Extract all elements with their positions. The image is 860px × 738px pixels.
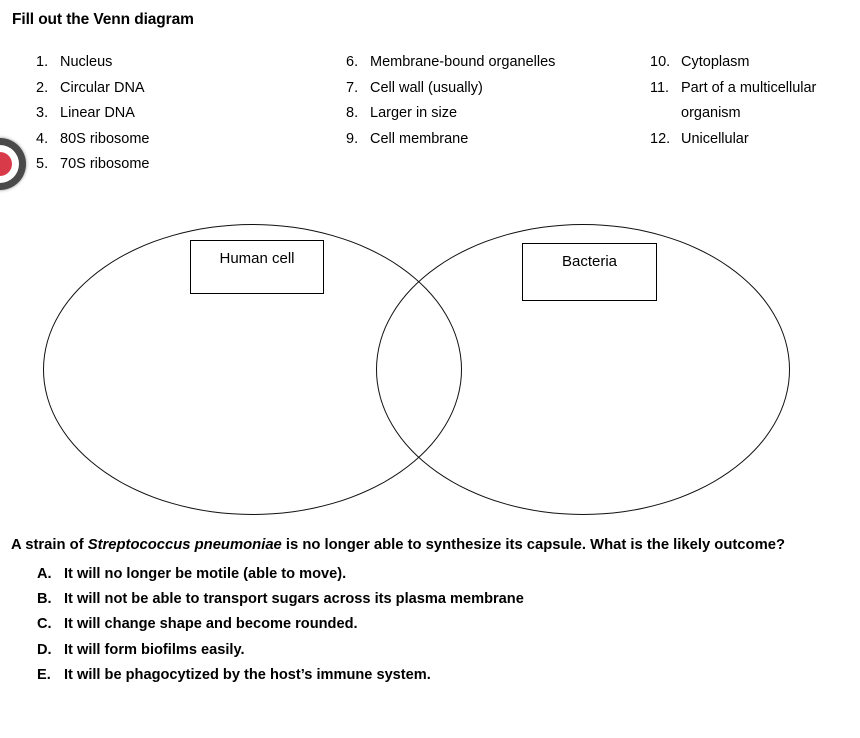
list-item-number: 2. (36, 79, 49, 96)
term-column-1: 1. Nucleus 2. Circular DNA 3. Linear DNA… (36, 50, 336, 178)
list-item: 1. Nucleus (36, 50, 336, 76)
answer-choice-c[interactable]: C. It will change shape and become round… (37, 612, 849, 637)
question-stem: A strain of Streptococcus pneumoniae is … (11, 533, 849, 558)
list-item-number: 10. (650, 54, 671, 70)
list-item-number: 9. (346, 130, 359, 147)
answer-choice-text: It will change shape and become rounded. (64, 616, 358, 633)
term-column-3: 10. Cytoplasm 11. Part of a multicellula… (650, 50, 855, 152)
list-item: 5. 70S ribosome (36, 152, 336, 178)
answer-choice-letter: D. (37, 641, 52, 658)
answer-choice-text: It will form biofilms easily. (64, 641, 245, 658)
question-stem-prefix: A strain of (11, 537, 88, 553)
venn-left-label-box: Human cell (190, 240, 324, 294)
list-item-number: 4. (36, 130, 49, 147)
question-block: A strain of Streptococcus pneumoniae is … (11, 533, 849, 688)
list-item-label: Larger in size (370, 105, 458, 122)
list-item-label: Linear DNA (60, 105, 135, 122)
venn-right-label-text: Bacteria (561, 253, 618, 270)
edge-circle-badge (0, 138, 26, 190)
answer-choice-a[interactable]: A. It will no longer be motile (able to … (37, 562, 849, 587)
list-item: 10. Cytoplasm (650, 50, 855, 76)
venn-left-label-text: Human cell (219, 250, 295, 267)
list-item: 11. Part of a multicellular organism (650, 76, 855, 127)
list-item: 3. Linear DNA (36, 101, 336, 127)
list-item-label: Part of a multicellular organism (681, 79, 817, 122)
answer-choice-letter: E. (37, 666, 51, 683)
answer-choice-text: It will not be able to transport sugars … (64, 591, 524, 608)
list-item-label: Membrane-bound organelles (370, 54, 556, 70)
list-item: 4. 80S ribosome (36, 127, 336, 153)
answer-choice-b[interactable]: B. It will not be able to transport suga… (37, 587, 849, 612)
page-title: Fill out the Venn diagram (12, 11, 194, 28)
answer-choice-d[interactable]: D. It will form biofilms easily. (37, 638, 849, 663)
list-item-number: 6. (346, 54, 359, 70)
list-item: 12. Unicellular (650, 127, 855, 153)
species-name: Streptococcus pneumoniae (87, 537, 282, 553)
answer-choice-letter: C. (37, 616, 52, 633)
list-item-label: Cytoplasm (681, 54, 750, 70)
venn-right-label-box: Bacteria (522, 243, 657, 301)
list-item-label: Cell membrane (370, 130, 469, 147)
answer-choice-letter: A. (37, 566, 52, 582)
list-item: 7. Cell wall (usually) (346, 76, 646, 102)
list-item-label: Cell wall (usually) (370, 79, 483, 96)
list-item-label: Nucleus (60, 54, 113, 70)
list-item-number: 7. (346, 79, 359, 96)
list-item: 6. Membrane-bound organelles (346, 50, 646, 76)
term-column-2: 6. Membrane-bound organelles 7. Cell wal… (346, 50, 646, 152)
answer-choice-list: A. It will no longer be motile (able to … (11, 562, 849, 688)
list-item-number: 5. (36, 156, 49, 173)
list-item-number: 12. (650, 130, 671, 147)
answer-choice-text: It will no longer be motile (able to mov… (64, 566, 347, 582)
list-item: 2. Circular DNA (36, 76, 336, 102)
answer-choice-e[interactable]: E. It will be phagocytized by the host’s… (37, 663, 849, 688)
edge-badge-core-icon (0, 152, 12, 176)
list-item-label: 70S ribosome (60, 156, 150, 173)
list-item-label: 80S ribosome (60, 130, 150, 147)
list-item-number: 8. (346, 105, 359, 122)
list-item-number: 11. (650, 79, 670, 96)
question-stem-suffix: is no longer able to synthesize its caps… (281, 537, 785, 553)
list-item: 9. Cell membrane (346, 127, 646, 153)
list-item-number: 1. (36, 54, 49, 70)
list-item-number: 3. (36, 105, 49, 122)
list-item-label: Circular DNA (60, 79, 145, 96)
list-item-label: Unicellular (681, 130, 749, 147)
list-item: 8. Larger in size (346, 101, 646, 127)
answer-choice-text: It will be phagocytized by the host’s im… (64, 666, 431, 683)
answer-choice-letter: B. (37, 591, 52, 608)
